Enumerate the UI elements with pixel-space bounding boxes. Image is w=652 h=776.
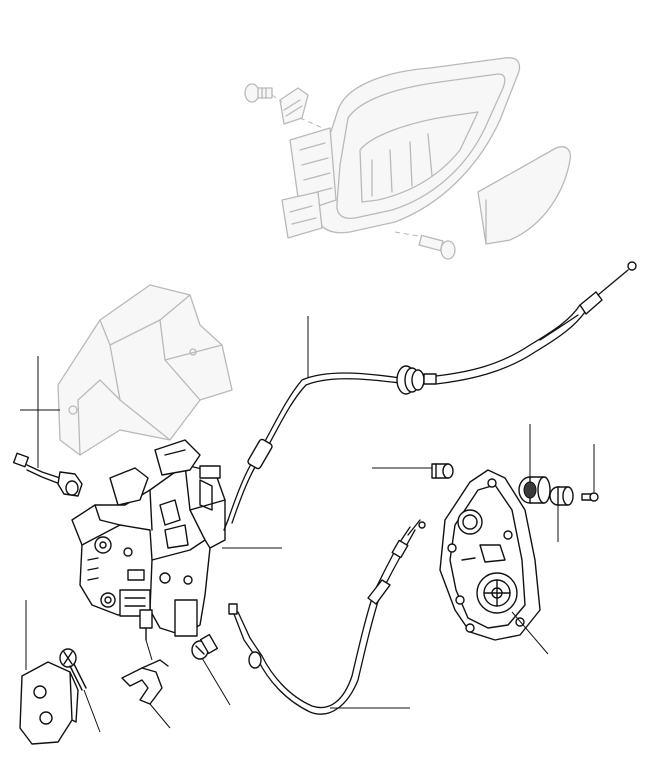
bushing-icon — [549, 486, 574, 506]
lock-cover-icon — [57, 284, 233, 456]
small-screw-icon — [581, 492, 599, 502]
handle-screw-icon — [418, 234, 456, 260]
connector-plug-icon — [12, 452, 83, 497]
stud-icon — [431, 463, 454, 479]
interior-handle-group — [244, 57, 572, 260]
release-cable-icon — [223, 261, 637, 531]
handle-screw-icon — [244, 83, 273, 103]
door-latch-assembly-icon — [71, 439, 226, 641]
striker-plate-icon — [19, 661, 79, 745]
handle-cover-plate-icon — [477, 146, 572, 245]
actuator-motor-icon — [439, 469, 541, 641]
grommet-icon — [518, 476, 551, 504]
striker-bolt-icon — [59, 648, 87, 691]
handle-clip-icon — [279, 87, 309, 125]
lower-cable-icon — [228, 519, 426, 715]
latch-screw-icon — [191, 633, 219, 660]
interior-handle-icon — [281, 57, 521, 239]
retaining-clip-icon — [121, 659, 169, 705]
